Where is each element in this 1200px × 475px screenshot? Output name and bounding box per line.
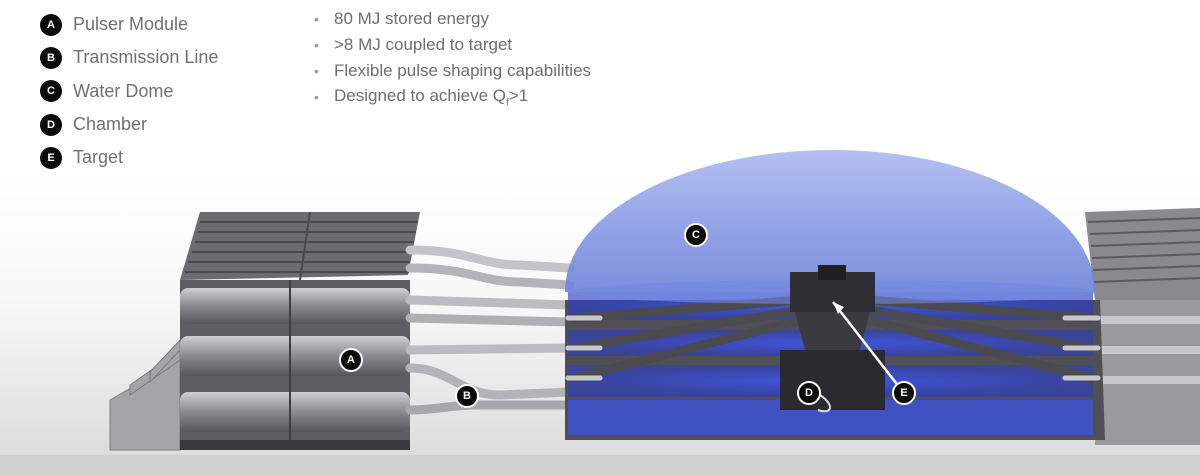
spec-item: • 80 MJ stored energy — [314, 6, 591, 32]
component-legend: A Pulser Module B Transmission Line C Wa… — [40, 8, 218, 174]
legend-item-water-dome: C Water Dome — [40, 75, 218, 108]
spec-item: • >8 MJ coupled to target — [314, 32, 591, 58]
spec-list: • 80 MJ stored energy • >8 MJ coupled to… — [314, 6, 591, 110]
marker-transmission-line: B — [455, 384, 479, 408]
spec-text-prefix: Designed to achieve Q — [334, 86, 506, 105]
spec-item: • Designed to achieve Qf>1 — [314, 84, 591, 110]
pulser-cylinder-row — [180, 336, 410, 376]
spec-text: Flexible pulse shaping capabilities — [334, 61, 591, 81]
bullet-icon: • — [314, 63, 334, 79]
legend-badge-c: C — [40, 80, 62, 102]
legend-badge-d: D — [40, 114, 62, 136]
marker-pulser-module: A — [339, 348, 363, 372]
bullet-icon: • — [314, 89, 334, 105]
legend-item-transmission-line: B Transmission Line — [40, 41, 218, 74]
bullet-icon: • — [314, 11, 334, 27]
spec-text: >8 MJ coupled to target — [334, 35, 512, 55]
floor-base — [0, 455, 1200, 475]
marker-water-dome: C — [684, 223, 708, 247]
legend-badge-b: B — [40, 47, 62, 69]
legend-label-water-dome: Water Dome — [73, 81, 173, 102]
pulser-cylinder-row — [180, 288, 410, 324]
legend-item-target: E Target — [40, 141, 218, 174]
legend-badge-e: E — [40, 147, 62, 169]
spec-item: • Flexible pulse shaping capabilities — [314, 58, 591, 84]
legend-label-pulser-module: Pulser Module — [73, 14, 188, 35]
legend-label-chamber: Chamber — [73, 114, 147, 135]
spec-text: 80 MJ stored energy — [334, 9, 489, 29]
pulser-module — [180, 212, 420, 450]
marker-target: E — [892, 381, 916, 405]
legend-label-target: Target — [73, 147, 123, 168]
pulser-cylinder-row — [180, 392, 410, 432]
spec-text-q-factor: Designed to achieve Qf>1 — [334, 86, 528, 108]
marker-chamber: D — [797, 381, 821, 405]
legend-badge-a: A — [40, 14, 62, 36]
legend-item-chamber: D Chamber — [40, 108, 218, 141]
spec-text-suffix: >1 — [509, 86, 528, 105]
legend-label-transmission-line: Transmission Line — [73, 47, 218, 68]
legend-item-pulser-module: A Pulser Module — [40, 8, 218, 41]
bullet-icon: • — [314, 37, 334, 53]
